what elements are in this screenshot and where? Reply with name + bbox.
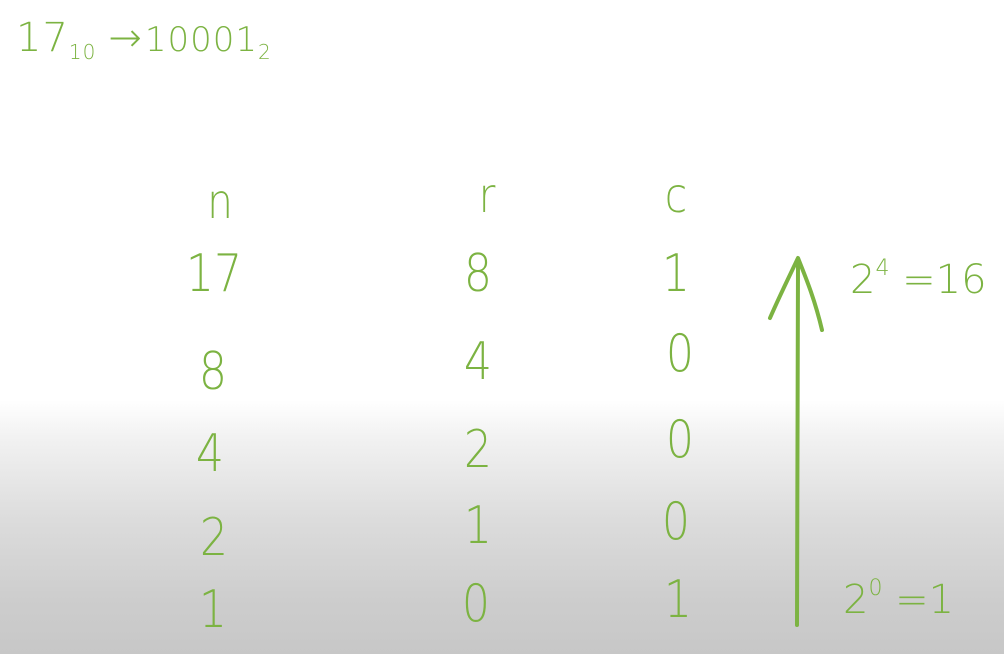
power-annotation-top: 24 =16 [850, 256, 987, 303]
cell-n-row-2: 8 [198, 342, 228, 402]
decimal-number: 17 [16, 15, 69, 61]
header-r: r [478, 168, 496, 224]
binary-number: 10001 [144, 20, 259, 60]
cell-n-row-1: 17 [185, 244, 243, 304]
cell-c-row-4: 0 [661, 492, 691, 552]
cell-n-row-3: 4 [195, 424, 225, 484]
cell-r-row-3: 2 [463, 420, 493, 480]
power-value-top: =16 [889, 257, 987, 303]
cell-n-row-4: 2 [199, 508, 229, 568]
power-base-bottom: 2 [843, 577, 869, 623]
power-base-top: 2 [850, 257, 876, 303]
decimal-base: 10 [68, 40, 97, 64]
cell-r-row-5: 0 [461, 574, 491, 634]
cell-r-row-4: 1 [463, 496, 493, 556]
conversion-title: 1710 →100012 [16, 18, 272, 62]
cell-c-row-1: 1 [661, 244, 691, 304]
arrow-symbol: → [108, 15, 143, 61]
cell-r-row-2: 4 [463, 332, 493, 392]
header-c: c [664, 168, 688, 224]
binary-base: 2 [258, 40, 272, 64]
power-value-bottom: =1 [882, 577, 955, 623]
cell-c-row-3: 0 [665, 410, 695, 470]
power-exp-bottom: 0 [868, 576, 883, 601]
cell-n-row-5: 1 [198, 580, 228, 640]
cell-r-row-1: 8 [463, 244, 493, 304]
power-annotation-bottom: 20 =1 [843, 576, 955, 623]
power-exp-top: 4 [875, 256, 890, 281]
header-n: n [207, 174, 233, 230]
cell-c-row-2: 0 [665, 324, 695, 384]
cell-c-row-5: 1 [663, 570, 693, 630]
